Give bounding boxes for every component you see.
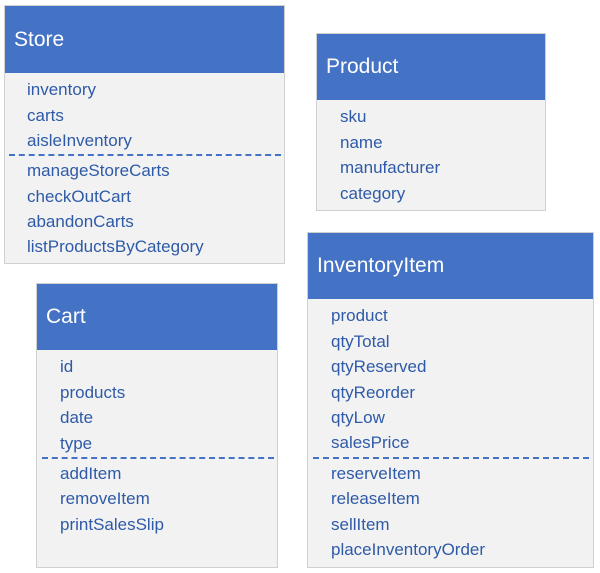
inventory-item-method: reserveItem xyxy=(331,464,421,483)
product-attribute: category xyxy=(340,184,406,203)
store-class-box: Store inventory carts aisleInventory man… xyxy=(4,5,285,264)
inventory-item-attribute: salesPrice xyxy=(331,433,410,452)
cart-class-name: Cart xyxy=(46,305,86,328)
inventory-item-attribute: qtyTotal xyxy=(331,332,390,351)
inventory-item-class-header: InventoryItem xyxy=(308,233,593,299)
cart-attribute: type xyxy=(60,434,93,453)
inventory-item-method: placeInventoryOrder xyxy=(331,540,486,559)
cart-method: removeItem xyxy=(60,489,150,508)
cart-class-header: Cart xyxy=(37,284,277,350)
cart-attribute: date xyxy=(60,408,94,427)
inventory-item-attribute: qtyReserved xyxy=(331,357,427,376)
product-class-name: Product xyxy=(326,55,399,78)
inventory-item-method: sellItem xyxy=(331,515,390,534)
store-attribute: carts xyxy=(27,106,64,125)
cart-method: printSalesSlip xyxy=(60,515,164,534)
product-attribute: name xyxy=(340,133,383,152)
inventory-item-separator xyxy=(313,457,589,459)
inventory-item-attribute: qtyLow xyxy=(331,408,385,427)
product-attribute: manufacturer xyxy=(340,158,441,177)
inventory-item-attribute: product xyxy=(331,306,388,325)
product-class-header: Product xyxy=(317,34,545,100)
inventory-item-attribute: qtyReorder xyxy=(331,383,416,402)
inventory-item-class-box: InventoryItem product qtyTotal qtyReserv… xyxy=(307,232,594,568)
cart-attribute: id xyxy=(60,357,74,376)
inventory-item-class-name: InventoryItem xyxy=(317,254,445,277)
product-class-box: Product sku name manufacturer category xyxy=(316,33,546,211)
store-method: listProductsByCategory xyxy=(27,237,204,256)
cart-separator xyxy=(42,457,274,459)
store-method: checkOutCart xyxy=(27,187,131,206)
inventory-item-method: releaseItem xyxy=(331,489,420,508)
cart-attribute: products xyxy=(60,383,126,402)
cart-class-box: Cart id products date type addItem remov… xyxy=(36,283,278,568)
store-class-name: Store xyxy=(14,27,65,51)
store-class-header: Store xyxy=(5,6,284,73)
store-separator xyxy=(9,154,281,156)
store-method: manageStoreCarts xyxy=(27,161,170,180)
product-attribute: sku xyxy=(340,107,367,126)
store-method: abandonCarts xyxy=(27,212,134,231)
cart-method: addItem xyxy=(60,464,122,483)
store-attribute: aisleInventory xyxy=(27,131,132,150)
store-attribute: inventory xyxy=(27,80,96,99)
